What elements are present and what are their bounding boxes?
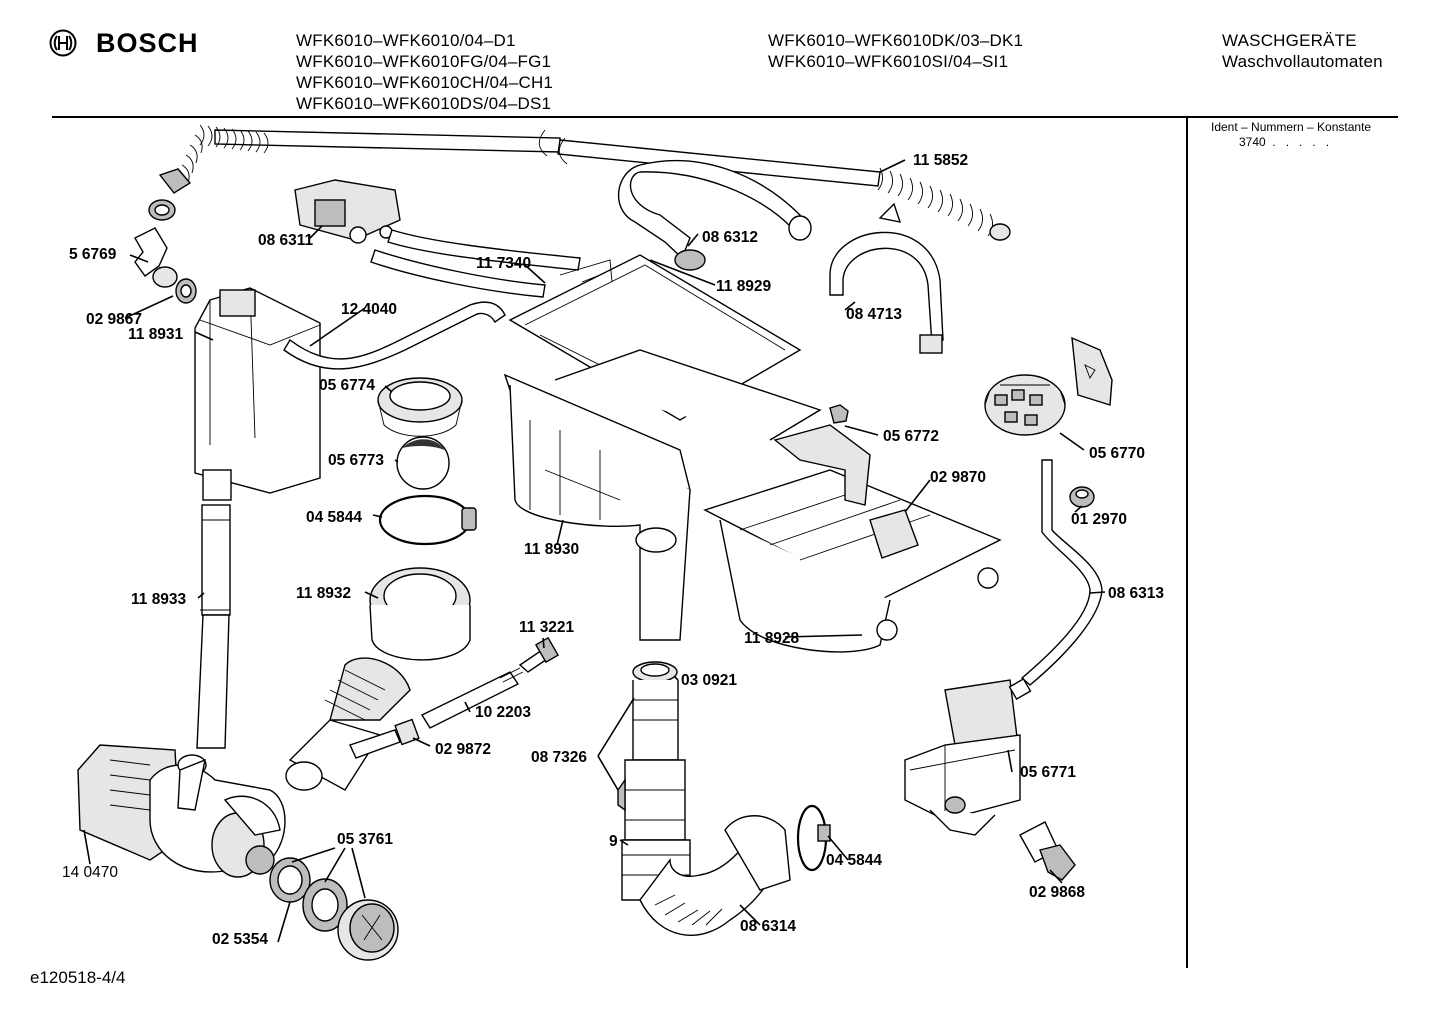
part-label: 11 8931 bbox=[128, 326, 184, 343]
leader-lines bbox=[83, 159, 1106, 943]
diagram-code: e120518-4/4 bbox=[30, 968, 126, 987]
bracket-drawing bbox=[829, 202, 944, 354]
part-label: 11 8928 bbox=[744, 630, 800, 647]
part-label: 5 6769 bbox=[69, 246, 117, 263]
model-line: WFK6010–WFK6010SI/04–SI1 bbox=[768, 52, 1009, 71]
part-label: 11 8929 bbox=[716, 278, 772, 295]
float-ball-drawing bbox=[396, 436, 450, 490]
part-label: 11 8933 bbox=[131, 591, 187, 608]
tank-drawing bbox=[194, 287, 321, 501]
bent-tube-drawing bbox=[618, 159, 812, 271]
drain-pump-drawing bbox=[77, 744, 286, 878]
part-label: 11 7340 bbox=[476, 255, 531, 272]
ident-box: Ident – Nummern – Konstante 3740 . . . .… bbox=[1211, 120, 1371, 150]
pressure-switch-drawing bbox=[984, 336, 1113, 436]
part-label: 08 6313 bbox=[1108, 585, 1164, 602]
inlet-hose-drawing bbox=[148, 124, 1011, 241]
hose-clamp-drawing bbox=[378, 494, 477, 546]
part-label: 08 6314 bbox=[740, 918, 796, 935]
air-trap-drawing bbox=[904, 677, 1032, 836]
part-label: 05 6773 bbox=[328, 452, 384, 469]
ident-title: Ident – Nummern – Konstante bbox=[1211, 120, 1372, 134]
sump-hose-drawing bbox=[285, 567, 471, 791]
elbow-connector-drawing bbox=[134, 227, 197, 304]
ident-value: 3740 . . . . . bbox=[1239, 135, 1330, 149]
part-label: 05 6772 bbox=[883, 428, 939, 445]
part-label: 08 6312 bbox=[702, 229, 758, 246]
part-label: 04 5844 bbox=[306, 509, 362, 526]
part-label: 02 9872 bbox=[435, 741, 491, 758]
category-line: Waschvollautomaten bbox=[1222, 52, 1383, 71]
part-label: 08 4713 bbox=[846, 306, 902, 323]
part-label: 9 bbox=[609, 833, 618, 850]
part-label: 11 8930 bbox=[524, 541, 579, 558]
brand-name: BOSCH bbox=[96, 27, 199, 58]
part-label: 11 3221 bbox=[519, 619, 575, 636]
drawer-tray-drawing bbox=[703, 404, 1002, 653]
brand-header: BOSCH bbox=[48, 28, 199, 58]
part-label: 02 9868 bbox=[1029, 884, 1085, 901]
part-label: 04 5844 bbox=[826, 852, 882, 869]
nozzle-drawing bbox=[1019, 821, 1076, 881]
bosch-logo-icon bbox=[49, 29, 77, 57]
part-label: 08 6311 bbox=[258, 232, 314, 249]
part-labels: 11 5852 5 6769 08 6311 08 6312 11 7340 0… bbox=[62, 152, 1164, 948]
model-line: WFK6010–WFK6010FG/04–FG1 bbox=[296, 52, 552, 71]
part-label: 08 7326 bbox=[531, 749, 587, 766]
part-label: 05 6770 bbox=[1089, 445, 1145, 462]
hose-drawing bbox=[283, 301, 506, 370]
drain-pipe-drawing bbox=[617, 661, 691, 901]
part-label: 02 9870 bbox=[930, 469, 986, 486]
model-list-right: WFK6010–WFK6010DK/03–DK1 WFK6010–WFK6010… bbox=[768, 30, 1023, 72]
part-label: 02 9867 bbox=[86, 311, 142, 328]
vertical-hose-drawing bbox=[196, 504, 231, 749]
part-label: 14 0470 bbox=[62, 864, 118, 881]
part-label: 05 3761 bbox=[337, 831, 393, 848]
pump-cover-drawing bbox=[269, 857, 399, 961]
part-label: 01 2970 bbox=[1071, 511, 1127, 528]
model-line: WFK6010–WFK6010CH/04–CH1 bbox=[296, 73, 554, 92]
part-label: 11 8932 bbox=[296, 585, 351, 602]
washer-drawing bbox=[1069, 486, 1095, 508]
model-line: WFK6010–WFK6010/04–D1 bbox=[296, 31, 516, 50]
drawer-body-drawing bbox=[503, 349, 822, 641]
seal-ring-drawing bbox=[377, 377, 463, 437]
pressure-hose-drawing bbox=[1020, 459, 1103, 686]
model-list-left: WFK6010–WFK6010/04–D1 WFK6010–WFK6010FG/… bbox=[296, 30, 553, 114]
part-label: 11 5852 bbox=[913, 152, 968, 169]
part-label: 12 4040 bbox=[341, 301, 397, 318]
drain-hose-drawing bbox=[639, 804, 831, 936]
category-line: WASCHGERÄTE bbox=[1222, 31, 1357, 50]
part-label: 05 6774 bbox=[319, 377, 375, 394]
model-line: WFK6010–WFK6010DK/03–DK1 bbox=[768, 31, 1024, 50]
model-line: WFK6010–WFK6010DS/04–DS1 bbox=[296, 94, 552, 113]
category-title: WASCHGERÄTE Waschvollautomaten bbox=[1222, 30, 1383, 72]
part-label: 10 2203 bbox=[475, 704, 531, 721]
part-label: 02 5354 bbox=[212, 931, 268, 948]
part-label: 03 0921 bbox=[681, 672, 737, 689]
part-label: 05 6771 bbox=[1020, 764, 1076, 781]
solenoid-valve-drawing bbox=[294, 179, 401, 244]
